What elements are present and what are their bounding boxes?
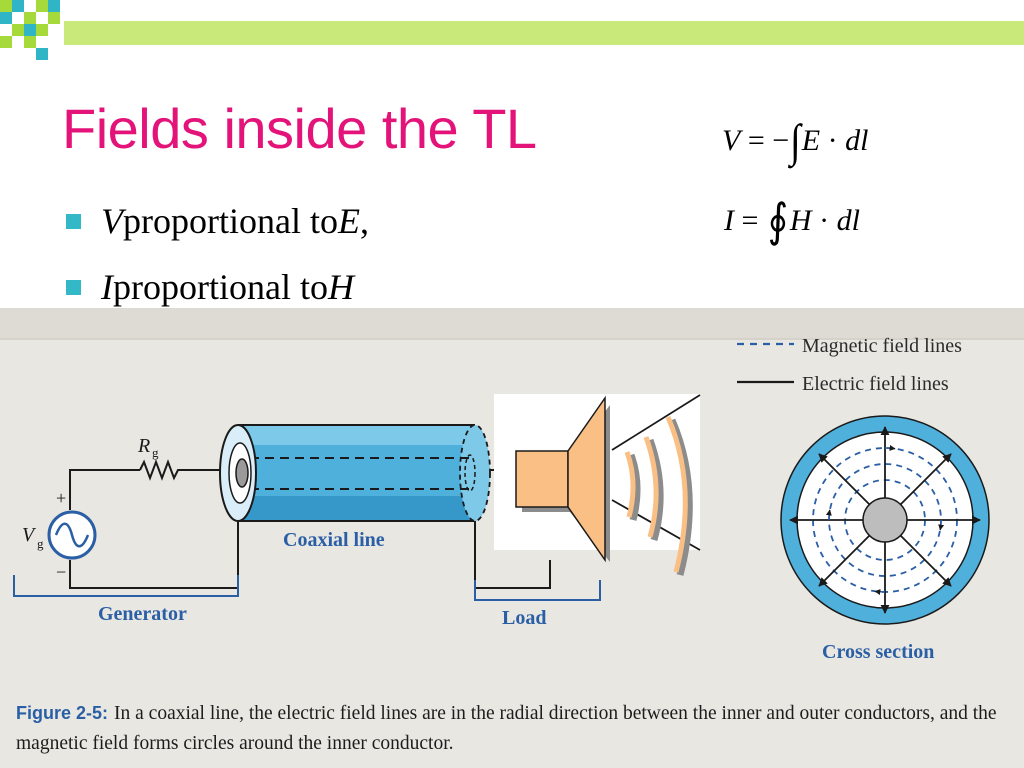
speaker-icon — [494, 394, 701, 576]
bullet-square-icon — [66, 279, 81, 295]
bullet-punctuation: , — [359, 201, 369, 241]
bullet-lead-symbol: V — [101, 201, 123, 241]
resistor-subscript: g — [152, 445, 159, 460]
voltage-equation: V = −∫E · dl — [722, 115, 869, 166]
caption-text: In a coaxial line, the electric field li… — [16, 703, 997, 754]
source-subscript: g — [37, 536, 44, 551]
figure-caption: Figure 2-5:In a coaxial line, the electr… — [16, 698, 1016, 759]
bullet-lead-symbol: I — [101, 267, 113, 307]
generator-label: Generator — [98, 603, 187, 625]
legend-magnetic-label: Magnetic field lines — [802, 335, 962, 357]
coaxial-cable-icon — [219, 424, 491, 522]
voltage-source-icon — [47, 510, 97, 560]
coaxial-line-figure: Magnetic field lines Electric field line… — [0, 308, 1024, 768]
slide-title: Fields inside the TL — [62, 97, 537, 160]
current-equation: I = ∮H · dl — [724, 195, 860, 246]
coaxial-line-label: Coaxial line — [283, 529, 385, 551]
bullet-text: proportional to — [113, 267, 328, 307]
minus-sign: − — [56, 562, 66, 582]
bullet-item: I proportional to H — [66, 254, 369, 320]
bullet-text: proportional to — [123, 201, 338, 241]
legend-electric-label: Electric field lines — [802, 373, 949, 395]
legend: Magnetic field lines Electric field line… — [737, 335, 962, 395]
bullet-tail-symbol: E — [337, 201, 360, 241]
caption-label: Figure 2-5: — [16, 703, 109, 723]
resistor-icon — [139, 459, 182, 481]
bullet-list: V proportional to E, I proportional to H — [66, 188, 369, 320]
bullet-square-icon — [66, 213, 81, 229]
contour-integral-icon: ∮ — [767, 195, 789, 246]
load-bracket — [474, 580, 601, 601]
source-label: V — [22, 524, 37, 546]
top-decoration-checker — [0, 0, 60, 60]
integral-icon: ∫ — [790, 115, 801, 166]
top-decoration — [0, 0, 1024, 60]
cross-section-label: Cross section — [822, 641, 934, 663]
bullet-tail-symbol: H — [327, 267, 354, 307]
resistor-label: R — [137, 435, 150, 457]
bullet-item: V proportional to E, — [66, 188, 369, 254]
load-label: Load — [502, 607, 546, 629]
generator-bracket — [13, 575, 239, 597]
cross-section-icon — [780, 415, 990, 625]
plus-sign: + — [56, 488, 66, 508]
